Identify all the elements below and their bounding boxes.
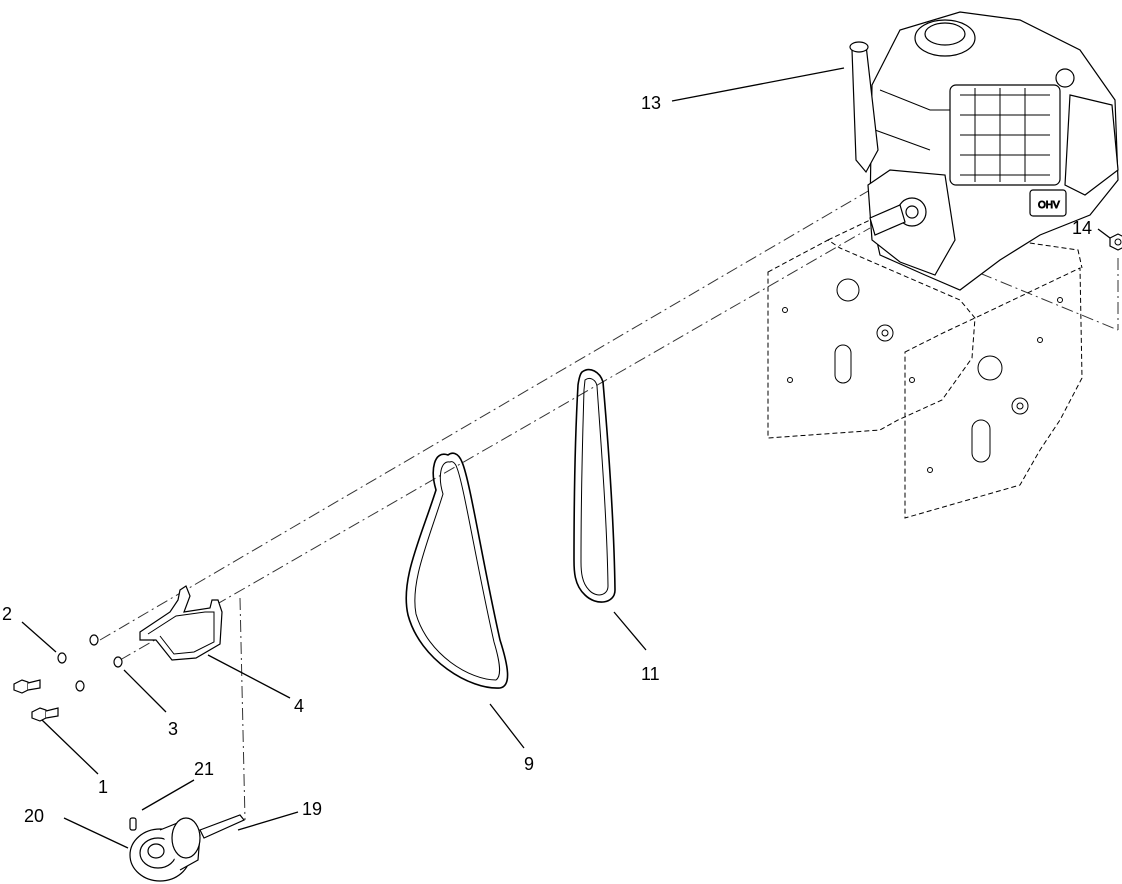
callout-13: 13 bbox=[641, 93, 661, 113]
belt-guide-bracket bbox=[139, 585, 223, 661]
callout-3: 3 bbox=[168, 719, 178, 739]
centerlines bbox=[99, 189, 1119, 821]
leader-lines bbox=[21, 67, 1111, 849]
callout-21: 21 bbox=[194, 759, 214, 779]
callout-14: 14 bbox=[1072, 218, 1092, 238]
hex-nut bbox=[1109, 233, 1122, 251]
callout-20: 20 bbox=[24, 806, 44, 826]
callout-11: 11 bbox=[641, 664, 660, 684]
callout-2: 2 bbox=[2, 604, 12, 624]
callout-labels: 13 14 2 1 3 4 9 11 20 21 19 bbox=[2, 93, 1092, 826]
engine-assembly: OHV bbox=[849, 11, 1119, 291]
auger-belt bbox=[573, 368, 616, 603]
svg-text:OHV: OHV bbox=[1038, 200, 1060, 211]
callout-4: 4 bbox=[294, 696, 304, 716]
callout-19: 19 bbox=[302, 799, 322, 819]
callout-1: 1 bbox=[98, 777, 108, 797]
pulley-assembly bbox=[129, 814, 245, 882]
engine-mount-plate bbox=[767, 219, 1083, 519]
hardware bbox=[13, 634, 123, 722]
drive-belt bbox=[405, 452, 509, 689]
callout-9: 9 bbox=[524, 754, 534, 774]
